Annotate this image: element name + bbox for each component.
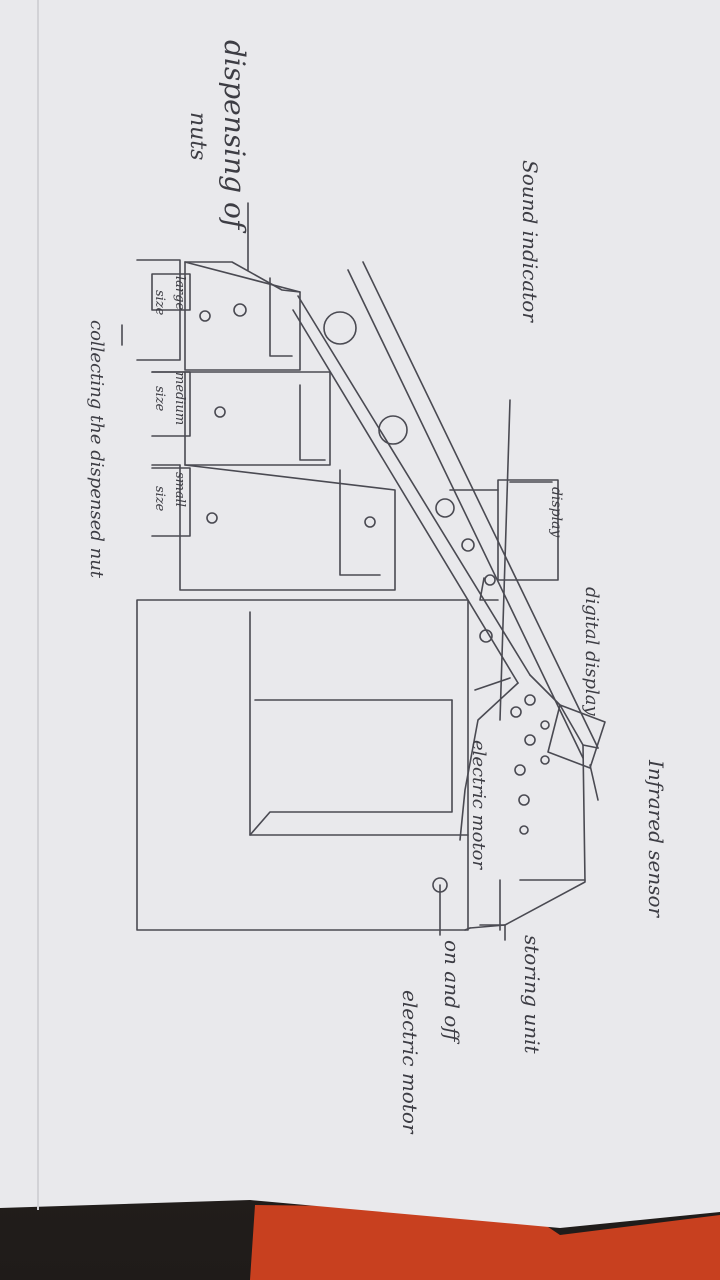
- label-medium-line1: medium: [173, 372, 186, 425]
- label-large-line1: large: [173, 276, 186, 310]
- label-on-off-line2: electric motor: [400, 990, 420, 1133]
- label-display: display: [549, 487, 563, 537]
- label-electric-motor: electric motor: [469, 740, 487, 869]
- label-on-off-line1: on and off: [442, 940, 462, 1041]
- label-storing-unit: storing unit: [522, 935, 542, 1054]
- label-small-line1: small: [173, 472, 186, 507]
- label-sound-indicator: Sound indicator: [520, 160, 540, 322]
- label-small-line2: size: [153, 486, 166, 511]
- label-collecting: collecting the dispensed nut: [87, 320, 105, 578]
- label-infrared-sensor: Infrared sensor: [646, 760, 666, 917]
- label-large-line2: size: [153, 290, 166, 315]
- label-digital-display: digital display: [582, 587, 600, 716]
- label-medium-line2: size: [153, 386, 166, 411]
- label-dispensing-line2: nuts: [186, 112, 208, 160]
- label-dispensing-line1: dispensing of: [220, 40, 248, 229]
